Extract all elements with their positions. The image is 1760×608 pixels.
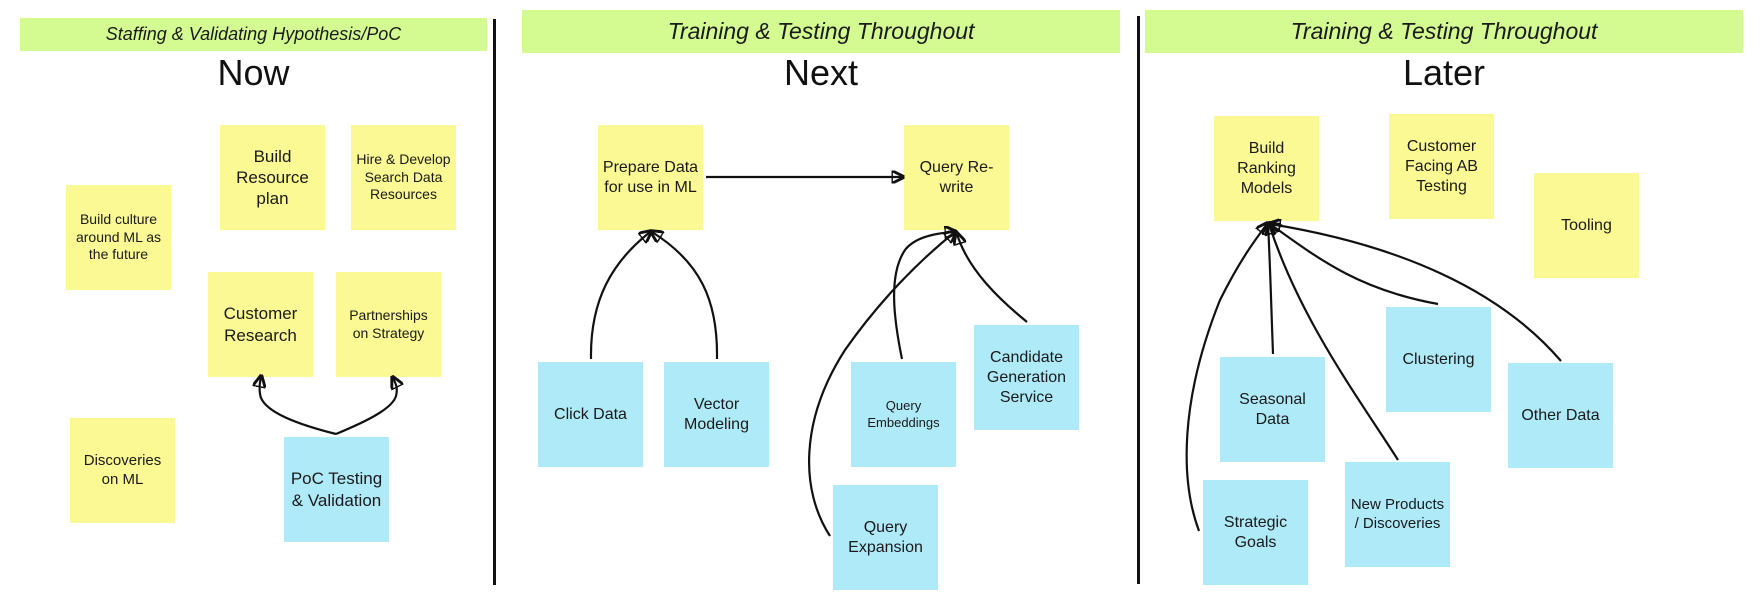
note-prepare-data[interactable]: Prepare Data for use in ML: [598, 125, 703, 230]
note-clustering[interactable]: Clustering: [1386, 307, 1491, 412]
connector-seasonal-data-to-build-ranking: [1268, 224, 1273, 355]
note-poc-testing[interactable]: PoC Testing & Validation: [284, 437, 389, 542]
phase-title-next: Next: [783, 52, 859, 93]
note-query-embeddings[interactable]: Query Embeddings: [851, 362, 956, 467]
note-seasonal-data[interactable]: Seasonal Data: [1220, 357, 1325, 462]
banner-now-text: Staffing & Validating Hypothesis/PoC: [105, 24, 402, 44]
note-query-rewrite[interactable]: Query Re-write: [904, 125, 1009, 230]
banner-next: Training & Testing Throughout: [522, 10, 1120, 53]
note-build-ranking[interactable]: Build Ranking Models: [1214, 116, 1319, 221]
connector-clustering-to-build-ranking: [1270, 224, 1439, 306]
note-other-data[interactable]: Other Data: [1508, 363, 1613, 468]
connector-vector-modeling-to-prepare-data: [652, 232, 719, 360]
note-new-products[interactable]: New Products / Discoveries: [1345, 462, 1450, 567]
note-build-culture[interactable]: Build culture around ML as the future: [66, 185, 171, 290]
divider-now-next: [493, 19, 496, 585]
note-tooling[interactable]: Tooling: [1534, 173, 1639, 278]
connector-poc-to-partnerships: [335, 378, 397, 436]
connector-candidate-generation-to-query-rewrite: [957, 234, 1028, 323]
note-hire-develop[interactable]: Hire & Develop Search Data Resources: [351, 125, 456, 230]
note-candidate-generation[interactable]: Candidate Generation Service: [974, 325, 1079, 430]
connector-poc-to-customer-research: [260, 377, 337, 436]
divider-next-later: [1137, 16, 1140, 584]
phase-title-later: Later: [1402, 52, 1486, 93]
connector-query-embeddings-to-query-rewrite: [893, 232, 955, 360]
note-partnerships[interactable]: Partnerships on Strategy: [336, 272, 441, 377]
banner-next-text: Training & Testing Throughout: [667, 18, 975, 44]
banner-later: Training & Testing Throughout: [1145, 10, 1743, 53]
banner-later-text: Training & Testing Throughout: [1290, 18, 1598, 44]
note-build-resource-plan[interactable]: Build Resource plan: [220, 125, 325, 230]
note-strategic-goals[interactable]: Strategic Goals: [1203, 480, 1308, 585]
note-discoveries-ml[interactable]: Discoveries on ML: [70, 418, 175, 523]
note-customer-ab[interactable]: Customer Facing AB Testing: [1389, 114, 1494, 219]
note-click-data[interactable]: Click Data: [538, 362, 643, 467]
note-customer-research[interactable]: Customer Research: [208, 272, 313, 377]
banner-now: Staffing & Validating Hypothesis/PoC: [20, 18, 487, 51]
note-query-expansion[interactable]: Query Expansion: [833, 485, 938, 590]
phase-title-now: Now: [217, 52, 290, 93]
connector-click-data-to-prepare-data: [589, 232, 650, 360]
note-vector-modeling[interactable]: Vector Modeling: [664, 362, 769, 467]
